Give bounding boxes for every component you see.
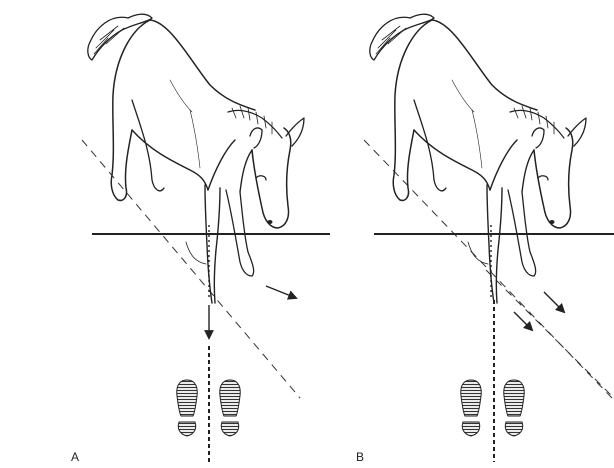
hoof-print-icon xyxy=(461,380,481,436)
oblique-reference-line xyxy=(364,140,612,398)
angle-arc xyxy=(468,242,488,264)
hoof-print-icon xyxy=(504,380,524,436)
hoof-print-icon xyxy=(177,380,197,436)
panel-a xyxy=(82,14,330,462)
hoof-print-icon xyxy=(220,380,240,436)
panel-label-b: B xyxy=(356,450,364,464)
direction-arrow-icon xyxy=(544,292,564,312)
oblique-reference-line xyxy=(82,140,300,398)
oblique-reference-line xyxy=(486,270,614,398)
angle-arc xyxy=(186,242,206,264)
panel-label-a: A xyxy=(71,450,79,464)
direction-arrow-icon xyxy=(266,286,296,298)
panel-b xyxy=(364,14,614,462)
direction-arrow-icon xyxy=(514,312,532,330)
